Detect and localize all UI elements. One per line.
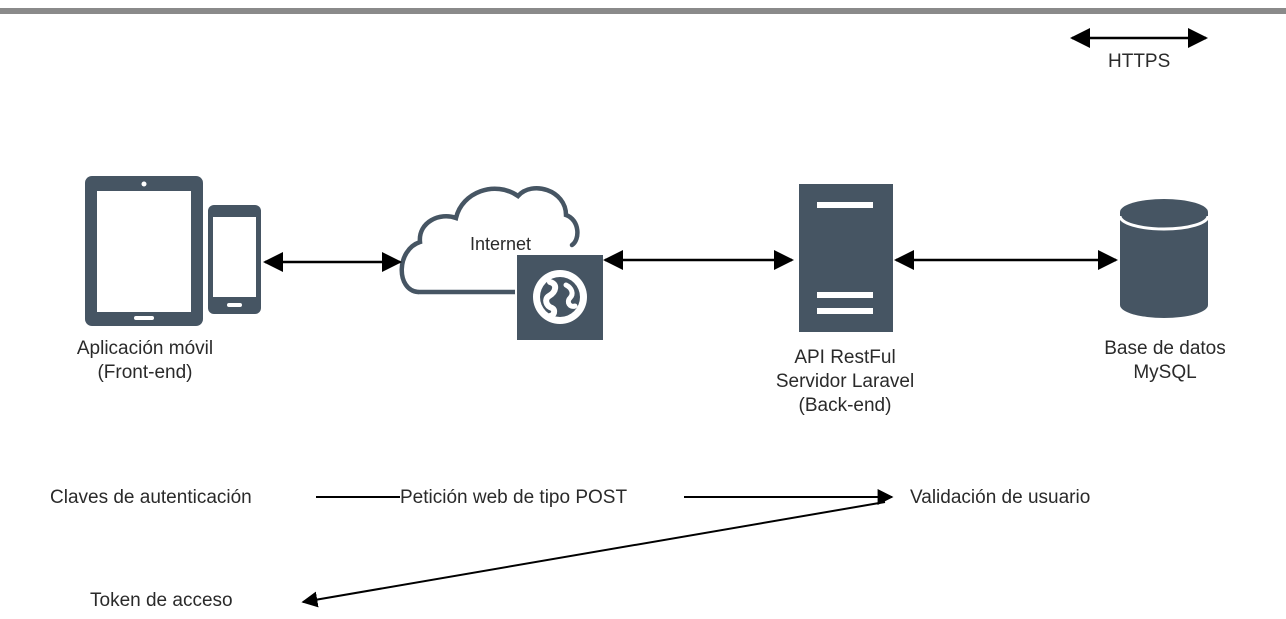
mobile-label: Aplicación móvil (Front-end) [40, 337, 250, 385]
server-icon [799, 184, 893, 332]
server-label-line3: (Back-end) [798, 395, 892, 416]
cloud-icon [399, 186, 580, 295]
server-label-line2: Servidor Laravel [775, 371, 915, 392]
credentials-label: Claves de autenticación [50, 487, 252, 508]
token-return-arrow [301, 501, 886, 608]
https-legend-label: HTTPS [1108, 51, 1171, 72]
internet-label: Internet [470, 234, 532, 254]
top-border [0, 8, 1286, 14]
mobile-label-line2: (Front-end) [97, 362, 193, 383]
database-icon [1118, 199, 1210, 318]
mobile-label-line1: Aplicación móvil [76, 338, 214, 359]
phone-icon [204, 202, 264, 317]
server-label: API RestFul Servidor Laravel (Back-end) [745, 346, 945, 418]
request-label: Petición web de tipo POST [400, 487, 628, 508]
validation-label: Validación de usuario [910, 487, 1091, 508]
database-label-line1: Base de datos [1104, 338, 1226, 359]
tablet-icon [85, 176, 203, 326]
token-label: Token de acceso [90, 590, 233, 611]
database-label-line2: MySQL [1133, 362, 1197, 383]
globe-icon [517, 255, 603, 340]
database-label: Base de datos MySQL [1074, 337, 1256, 385]
server-label-line1: API RestFul [794, 347, 896, 368]
